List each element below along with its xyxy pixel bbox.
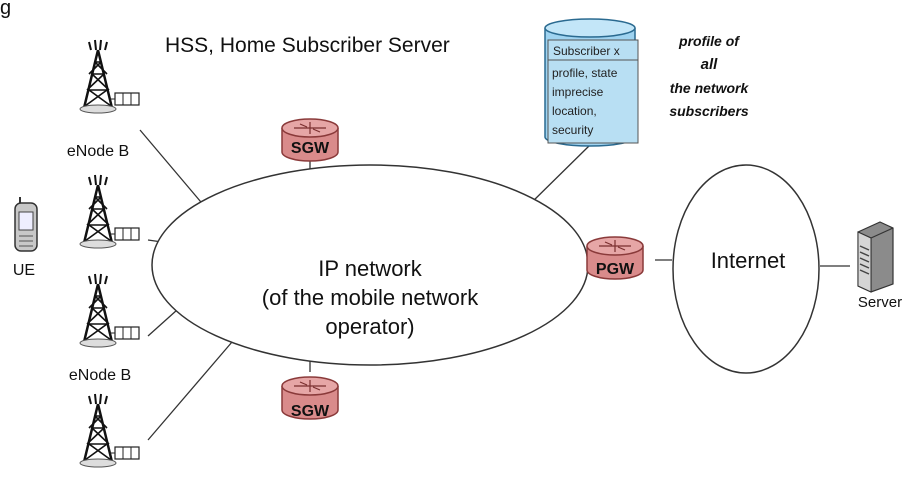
hss-note: profile of all the network subscribers — [669, 33, 749, 119]
hss-record-line-1: profile, state — [552, 66, 618, 80]
link-enodeb4-ipnet — [147, 341, 233, 441]
hss-note-line-1: profile of — [678, 33, 740, 49]
hss-note-line-2: all — [701, 56, 719, 73]
hss-title: HSS, Home Subscriber Server — [165, 34, 450, 57]
sgw-top-router-icon: SGW — [281, 118, 339, 162]
server-label: Server — [858, 294, 902, 311]
mobile-phone-icon — [14, 197, 38, 252]
hss-record-line-3: location, — [552, 104, 597, 118]
enodeb-2-tower-icon — [78, 173, 141, 250]
enodeb-4-tower-icon — [78, 392, 141, 469]
hss-record-line-4: security — [552, 123, 593, 137]
server-icon — [857, 221, 894, 293]
link-enodeb1-ipnet — [139, 129, 207, 209]
hss-record-header: Subscriber x — [553, 44, 620, 58]
enodeb-bottom-label: eNode B — [69, 367, 131, 384]
hss-record-line-2: imprecise — [552, 85, 604, 99]
hss-database-icon: Subscriber x profile, state imprecise lo… — [544, 18, 639, 147]
header-partial-text: g — [0, 0, 11, 19]
pgw-router-icon: PGW — [586, 236, 644, 280]
sgw-bottom-label: SGW — [291, 403, 330, 420]
enodeb-3-tower-icon — [78, 272, 141, 349]
ue-label: UE — [13, 262, 35, 279]
sgw-bottom-router-icon: SGW — [281, 376, 339, 420]
link-enodeb3-ipnet — [147, 309, 178, 337]
ip-network-line-3: operator) — [325, 314, 414, 339]
link-ipnet-hss — [527, 144, 591, 207]
ip-network-line-2: (of the mobile network — [262, 285, 479, 310]
ip-network-line-1: IP network — [318, 256, 423, 281]
hss-note-line-3: the network — [670, 80, 750, 96]
hss-note-line-4: subscribers — [669, 103, 749, 119]
enodeb-1-tower-icon — [78, 38, 141, 115]
pgw-label: PGW — [596, 261, 635, 278]
sgw-top-label: SGW — [291, 140, 330, 157]
enodeb-top-label: eNode B — [67, 143, 129, 160]
internet-label: Internet — [711, 248, 786, 273]
internet-ellipse — [672, 164, 820, 374]
